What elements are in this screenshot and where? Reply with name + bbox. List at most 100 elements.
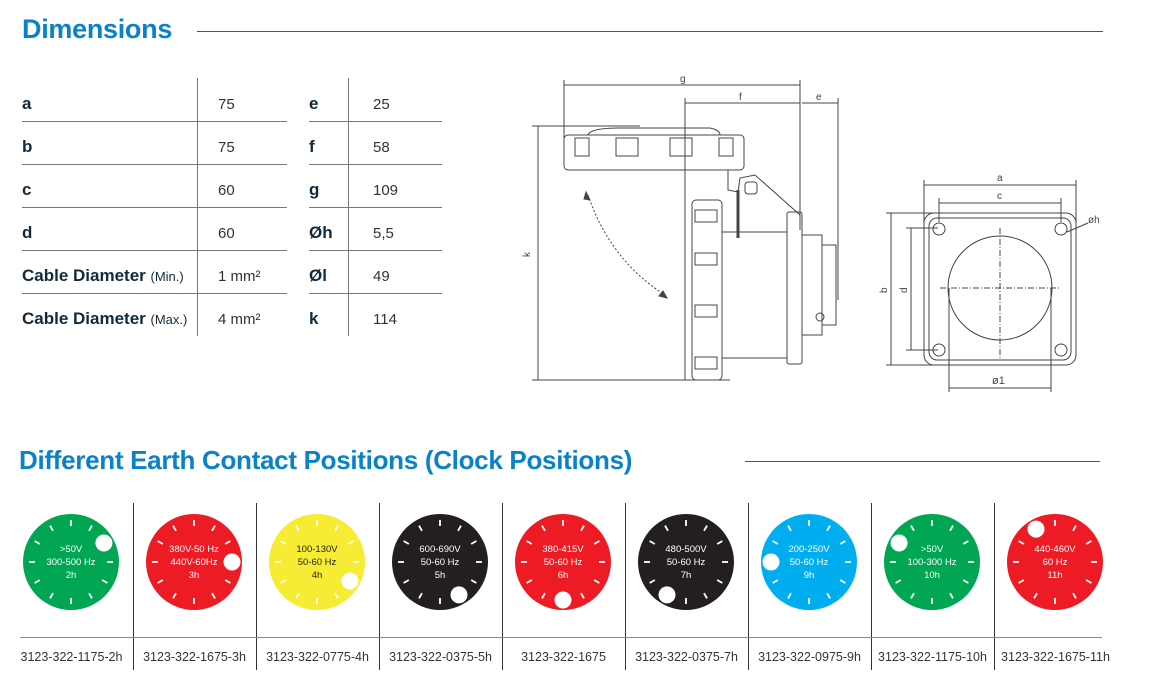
earth-contacts-title-rule — [745, 461, 1100, 462]
lid — [563, 134, 745, 171]
dial-label: 440V-60Hz — [170, 557, 217, 568]
row-divider — [309, 121, 442, 122]
dial-label: 11h — [1047, 570, 1062, 581]
dim-row-value-left: 60 — [218, 182, 235, 199]
dial-tick — [703, 592, 708, 599]
dial-label: 7h — [681, 570, 692, 581]
dim-row-label-right: g — [309, 180, 320, 199]
grid-separator — [20, 637, 1102, 638]
dial-label: 380V-50 Hz — [169, 544, 219, 555]
dial-tick — [457, 525, 462, 532]
dial-tick — [962, 540, 969, 545]
dial-label: 4h — [312, 570, 323, 581]
dim-row-value-left: 75 — [218, 96, 235, 113]
row-divider — [22, 293, 287, 294]
dial-face — [146, 514, 242, 610]
row-divider — [309, 250, 442, 251]
dial-face — [761, 514, 857, 610]
dial-tick — [280, 579, 287, 584]
dim-row-value-right: 49 — [373, 268, 390, 285]
dial-label: 300-500 Hz — [46, 557, 95, 568]
dial-tick — [839, 579, 846, 584]
earth-contact-marker — [554, 591, 572, 609]
dim-row-value-right: 25 — [373, 96, 390, 113]
dim-row-value-left: 60 — [218, 225, 235, 242]
dial-tick — [1085, 579, 1092, 584]
dial-label: 3h — [189, 570, 200, 581]
dial-tick — [295, 525, 300, 532]
dial-label: 100-300 Hz — [907, 557, 956, 568]
dim-row-label-left: Cable Diameter (Max.) — [22, 309, 187, 329]
front-view-drawing: a c b d ø1 øh — [879, 173, 1100, 392]
dial-label: 50-60 Hz — [790, 557, 829, 568]
dial-tick — [34, 540, 41, 545]
dial-tick — [470, 579, 477, 584]
earth-contact-marker — [1027, 520, 1045, 538]
row-divider — [309, 207, 442, 208]
part-number: 3123-322-0975-9h — [758, 650, 861, 664]
dim-label-suffix: (Min.) — [150, 269, 184, 284]
dial-tick — [910, 592, 915, 599]
dial-tick — [224, 579, 231, 584]
dimensions-title-rule — [197, 31, 1103, 32]
dim-label-suffix: (Max.) — [150, 312, 188, 327]
dial-label: 440-460V — [1034, 544, 1076, 555]
dim-row-label-right: k — [309, 309, 319, 328]
earth-contact-marker — [450, 586, 468, 604]
dial-tick — [839, 540, 846, 545]
dial-tick — [541, 592, 546, 599]
dial-tick — [49, 525, 54, 532]
earth-contact-marker — [341, 572, 359, 590]
dial-tick — [1085, 540, 1092, 545]
dim-label-text: a — [22, 94, 32, 113]
part-number: 3123-322-1675-11h — [1001, 650, 1110, 664]
dial-tick — [703, 525, 708, 532]
dial-tick — [949, 525, 954, 532]
dim-row-label-right: Øl — [309, 266, 327, 285]
dial-tick — [1072, 525, 1077, 532]
dial-tick — [157, 540, 164, 545]
dial-tick — [580, 525, 585, 532]
dial-tick — [334, 592, 339, 599]
dim-row-value-left: 1 mm² — [218, 268, 261, 285]
cell-divider — [256, 503, 257, 670]
dial-tick — [716, 540, 723, 545]
dial-tick — [772, 540, 779, 545]
dial-tick — [403, 540, 410, 545]
dial-tick — [157, 579, 164, 584]
earth-contacts-title: Different Earth Contact Positions (Clock… — [19, 445, 633, 475]
dial-tick — [772, 579, 779, 584]
dial-label: 5h — [435, 570, 446, 581]
socket-body — [691, 199, 723, 381]
earth-contact-dial: 380V-50 Hz 440V-60Hz 3h — [146, 514, 242, 610]
dial-label: 200-250V — [788, 544, 830, 555]
dial-label: >50V — [60, 544, 83, 555]
dim-label-d: d — [899, 287, 910, 293]
table-divider-left — [197, 78, 198, 336]
earth-contact-marker — [223, 553, 241, 571]
dial-face — [392, 514, 488, 610]
dial-tick — [826, 592, 831, 599]
dial-label: 600-690V — [419, 544, 461, 555]
dial-tick — [88, 592, 93, 599]
dial-label: 100-130V — [296, 544, 338, 555]
dim-label-e: e — [816, 92, 822, 103]
cell-divider — [379, 503, 380, 670]
dial-tick — [418, 525, 423, 532]
dim-row-label-right: Øh — [309, 223, 333, 242]
dial-tick — [593, 579, 600, 584]
dial-tick — [580, 592, 585, 599]
dim-label-b: b — [879, 287, 890, 293]
earth-contact-marker — [762, 553, 780, 571]
dial-tick — [403, 579, 410, 584]
rotation-arrow — [587, 194, 666, 296]
dim-row-value-left: 4 mm² — [218, 311, 261, 328]
mounting-plate — [923, 212, 1077, 366]
dial-tick — [334, 525, 339, 532]
part-number: 3123-322-1175-10h — [878, 650, 987, 664]
